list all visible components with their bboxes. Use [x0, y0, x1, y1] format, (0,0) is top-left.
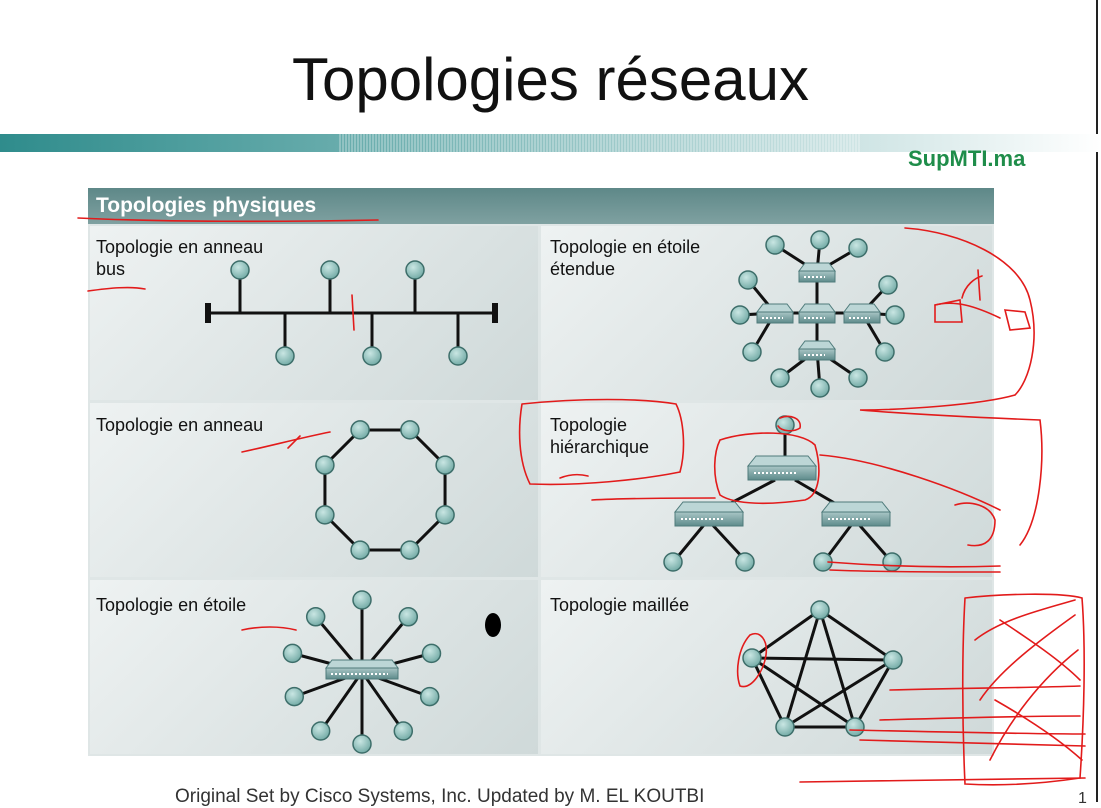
- mesh-node: [742, 648, 762, 668]
- mesh-node: [883, 650, 903, 670]
- star-node: [421, 643, 442, 664]
- red-pen-annotations: [77, 217, 1086, 786]
- slide-right-border: [1096, 0, 1098, 802]
- switch-icon: [820, 501, 892, 527]
- switch-icon: [756, 303, 794, 324]
- star-node: [284, 686, 305, 707]
- star-node: [419, 686, 440, 707]
- label-star: Topologie en étoile: [96, 595, 247, 615]
- ring-node: [400, 420, 420, 440]
- ext-star-node: [770, 368, 790, 388]
- switch-icon: [798, 340, 836, 361]
- mesh-node: [845, 717, 865, 737]
- hier-node: [735, 552, 755, 572]
- ext-star-node: [742, 342, 762, 362]
- star-node: [352, 590, 372, 610]
- ext-star-node: [848, 238, 868, 258]
- ring-topology-diagram: [315, 420, 455, 560]
- title-divider-bar: [0, 134, 1101, 152]
- star-node: [393, 721, 414, 741]
- ring-node: [315, 505, 335, 525]
- star-node: [398, 607, 419, 627]
- ext-star-node: [878, 275, 898, 295]
- bus-node: [320, 260, 340, 280]
- label-ring: Topologie en anneau: [96, 415, 264, 435]
- ext-star-node: [875, 342, 895, 362]
- panel-header: [88, 188, 994, 224]
- mesh-topology-diagram: [742, 600, 903, 737]
- ring-node: [435, 455, 455, 475]
- pen-dot: [485, 613, 501, 637]
- ext-star-node: [885, 305, 905, 325]
- ext-star-node: [730, 305, 750, 325]
- switch-icon: [325, 659, 399, 680]
- bus-node: [405, 260, 425, 280]
- ext-star-node: [810, 378, 830, 398]
- star-node: [305, 607, 326, 627]
- switch-icon: [798, 303, 836, 324]
- hier-node: [882, 552, 902, 572]
- ring-node: [400, 540, 420, 560]
- slide-footer: Original Set by Cisco Systems, Inc. Upda…: [175, 786, 705, 807]
- mesh-node: [775, 717, 795, 737]
- ext-star-node: [738, 270, 758, 290]
- ring-node: [350, 420, 370, 440]
- bus-node: [275, 346, 295, 366]
- slide-title: Topologies réseaux: [291, 46, 809, 113]
- star-node: [310, 721, 331, 741]
- ring-node: [350, 540, 370, 560]
- ext-star-node: [765, 235, 785, 255]
- star-node: [352, 734, 372, 754]
- hier-node: [663, 552, 683, 572]
- brand-logo-text: SupMTI.ma: [908, 146, 1026, 171]
- page-number: 1: [1078, 790, 1087, 807]
- star-node: [282, 643, 303, 664]
- switch-icon: [746, 455, 818, 481]
- ext-star-node: [810, 230, 830, 250]
- bus-node: [362, 346, 382, 366]
- cell-ring: [90, 403, 538, 577]
- hier-switches: [673, 455, 892, 527]
- mesh-node: [810, 600, 830, 620]
- ext-star-node: [848, 368, 868, 388]
- switch-icon: [843, 303, 881, 324]
- hierarchical-topology-diagram: [673, 428, 892, 562]
- panel-title: Topologies physiques: [96, 194, 317, 217]
- bus-node: [230, 260, 250, 280]
- star-topology-diagram: [282, 590, 442, 754]
- label-mesh: Topologie maillée: [550, 595, 690, 615]
- switch-icon: [798, 262, 836, 283]
- cell-hierarchical: [541, 403, 992, 577]
- ring-node: [435, 505, 455, 525]
- switch-icon: [673, 501, 745, 527]
- ring-node: [315, 455, 335, 475]
- extended-star-diagram: [730, 230, 905, 398]
- bus-topology-diagram: [205, 270, 498, 355]
- bus-node: [448, 346, 468, 366]
